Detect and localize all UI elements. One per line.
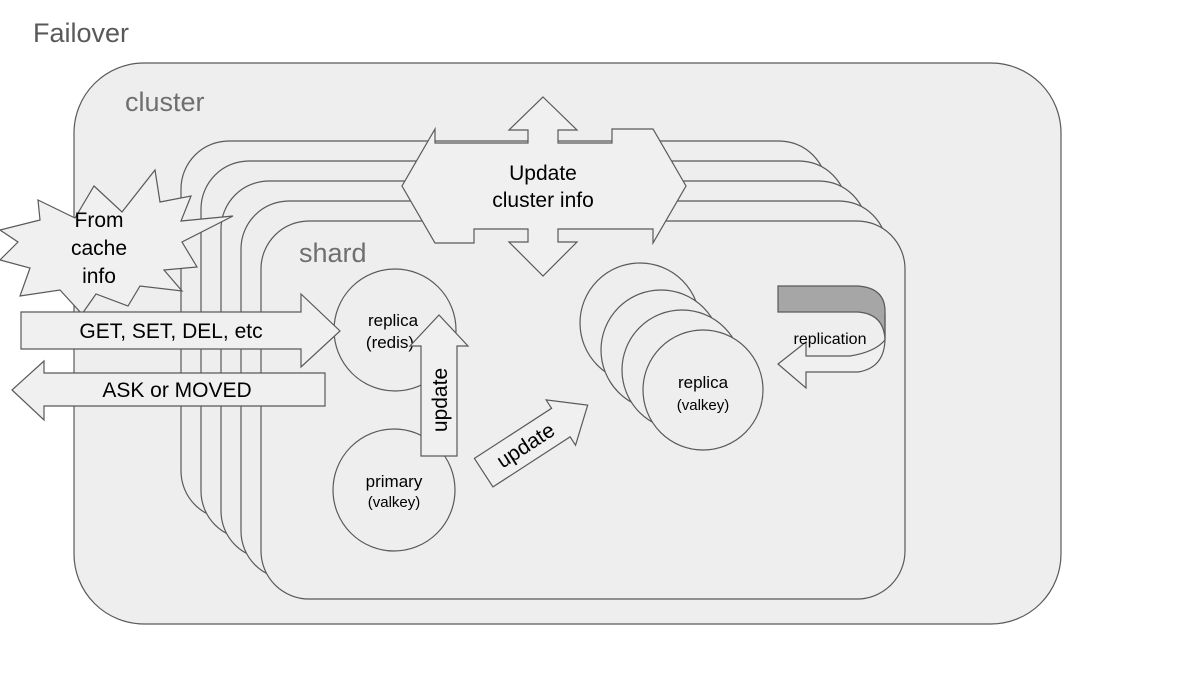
cache-info-line1: From [75, 209, 124, 232]
request-arrow [20, 292, 341, 369]
replication-label: replication [794, 331, 867, 348]
vertical-update-arrow-body [408, 314, 470, 457]
primary-valkey-node [332, 428, 456, 552]
update-cluster-info-line1: Update [509, 162, 577, 185]
replica-valkey-name: replica [678, 373, 729, 392]
replication-return [777, 313, 886, 390]
replica-valkey-node [642, 329, 764, 451]
diagonal-update-arrow-body [473, 399, 589, 488]
cache-info-burst [0, 168, 234, 315]
replication-arrow: replication [777, 285, 886, 390]
response-arrow-label: ASK or MOVED [102, 379, 251, 402]
cluster-label: cluster [125, 87, 205, 117]
request-arrow-label: GET, SET, DEL, etc [79, 320, 262, 343]
cache-info-line3: info [82, 265, 116, 288]
page-title: Failover [33, 18, 129, 48]
primary-valkey-engine: (valkey) [368, 494, 421, 511]
replica-redis-engine: (redis) [366, 333, 414, 352]
shard-label: shard [299, 238, 367, 268]
vertical-update-arrow: update [408, 314, 470, 457]
replica-valkey-engine: (valkey) [677, 397, 730, 414]
primary-valkey-name: primary [366, 472, 423, 491]
update-cluster-info-line2: cluster info [492, 189, 594, 212]
replica-redis-name: replica [368, 311, 419, 330]
vertical-update-label: update [429, 368, 452, 432]
cache-info-line2: cache [71, 237, 127, 260]
response-arrow [11, 359, 326, 422]
update-cluster-info-arrow [401, 96, 687, 277]
